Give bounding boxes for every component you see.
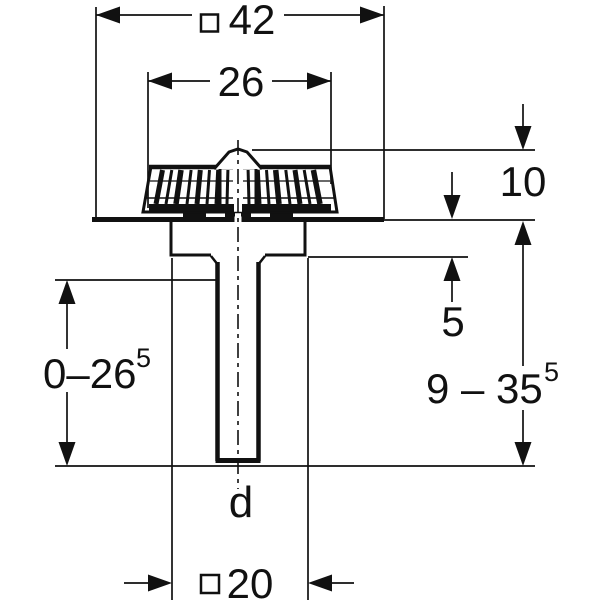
outlet-body — [92, 140, 384, 489]
dim-10-label: 10 — [500, 158, 547, 205]
socket-collar — [169, 221, 307, 257]
dim-20-label: 20 — [227, 560, 274, 600]
dim-9-35-label: 9 – 35 — [426, 365, 543, 412]
dimension-overall-width: 42 — [95, 0, 385, 219]
arrow-left-icon — [308, 574, 332, 592]
dimension-left-range: 0–26 5 — [43, 279, 216, 466]
dim-26-label: 26 — [218, 58, 265, 105]
arrow-left-icon — [148, 72, 172, 90]
arrow-up-icon — [443, 257, 461, 281]
square-symbol-icon — [199, 13, 220, 33]
dimension-socket-width: 20 — [124, 258, 354, 600]
arrow-down-icon — [443, 195, 461, 219]
dim-0-26-superscript: 5 — [136, 343, 151, 373]
square-symbol-icon — [199, 573, 221, 595]
dimensions: 42 26 10 5 — [43, 0, 559, 600]
arrow-down-icon — [58, 442, 76, 466]
dimension-right-range: 9 – 35 5 — [426, 245, 559, 466]
arrow-up-icon — [58, 280, 76, 304]
dim-5-label: 5 — [441, 298, 464, 345]
dim-42-label: 42 — [229, 0, 276, 43]
arrow-right-icon — [360, 6, 384, 24]
arrow-down-icon — [514, 126, 532, 150]
arrow-left-icon — [96, 6, 120, 24]
arrow-down-icon — [514, 442, 532, 466]
strainer-cap — [141, 147, 339, 219]
dimension-collar-depth: 5 — [308, 172, 468, 345]
dimension-grate-width: 26 — [147, 58, 332, 208]
arrow-right-icon — [307, 72, 331, 90]
dim-0-26-label: 0–26 — [43, 350, 136, 397]
dimension-cap-height: 10 — [252, 104, 546, 245]
dim-9-35-superscript: 5 — [544, 357, 559, 387]
pipe-diameter-label: d — [229, 478, 253, 527]
arrow-right-icon — [148, 574, 172, 592]
arrow-up-icon — [514, 221, 532, 245]
